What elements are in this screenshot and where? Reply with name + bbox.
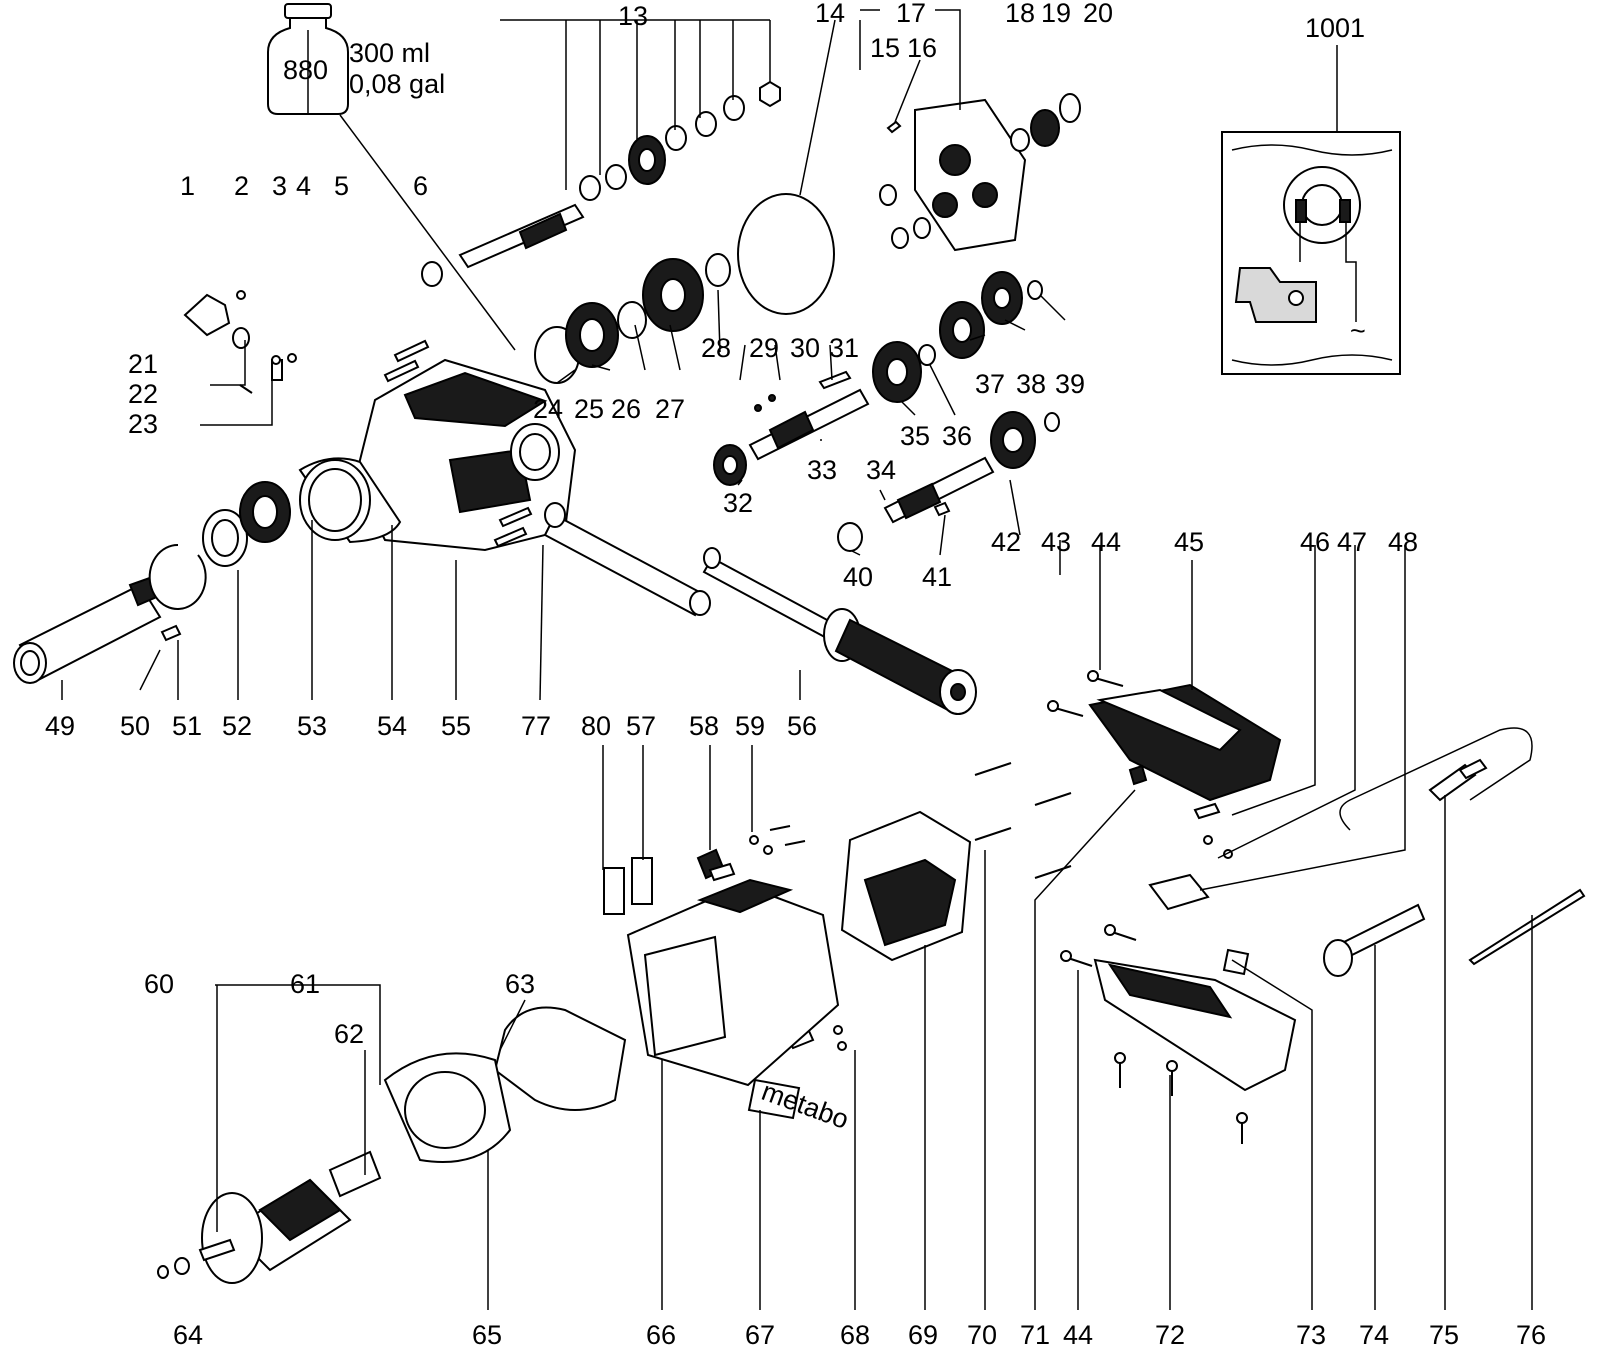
callout-label: 39 bbox=[1055, 369, 1085, 399]
callout-label: 30 bbox=[790, 333, 820, 363]
callout-label: 24 bbox=[533, 394, 563, 424]
callout-label: 73 bbox=[1296, 1320, 1326, 1350]
callout-label: 45 bbox=[1174, 527, 1204, 557]
callout-label: 20 bbox=[1083, 0, 1113, 28]
callout-label: 56 bbox=[787, 711, 817, 741]
callout-label: 64 bbox=[173, 1320, 203, 1350]
callout-label: 13 bbox=[618, 1, 648, 31]
callout-label: 27 bbox=[655, 394, 685, 424]
callout-label: 69 bbox=[908, 1320, 938, 1350]
callout-label: 67 bbox=[745, 1320, 775, 1350]
callout-label: 31 bbox=[829, 333, 859, 363]
oil-volume-gal: 0,08 gal bbox=[349, 69, 445, 99]
callout-label: 2 bbox=[234, 171, 249, 201]
callout-label: 77 bbox=[521, 711, 551, 741]
oil-bottle-code: 880 bbox=[283, 55, 328, 85]
callout-label: 29 bbox=[749, 333, 779, 363]
callout-label: 49 bbox=[45, 711, 75, 741]
callout-label: 23 bbox=[128, 409, 158, 439]
motor-internals bbox=[157, 1006, 627, 1284]
inset-label: 1001 bbox=[1305, 13, 1365, 43]
intermediate-flange bbox=[879, 93, 1081, 252]
callout-label: 37 bbox=[975, 369, 1005, 399]
gear-train-middle bbox=[713, 271, 1043, 486]
callout-label: 40 bbox=[843, 562, 873, 592]
loose-screws bbox=[974, 670, 1248, 1144]
callout-label: 46 bbox=[1300, 527, 1330, 557]
callout-label: 66 bbox=[646, 1320, 676, 1350]
inset-ac-symbol: ~ bbox=[1350, 316, 1366, 346]
callout-label: 72 bbox=[1155, 1320, 1185, 1350]
callout-label: 21 bbox=[128, 349, 158, 379]
callout-label: 35 bbox=[900, 421, 930, 451]
callout-label: 70 bbox=[967, 1320, 997, 1350]
callout-label: 18 bbox=[1005, 0, 1035, 28]
oil-bottle: 880 300 ml 0,08 gal bbox=[267, 3, 445, 115]
callout-label: 5 bbox=[334, 171, 349, 201]
callout-label: 76 bbox=[1516, 1320, 1546, 1350]
callout-labels: 1 2 3 4 5 6 13 14 15 16 17 18 19 20 21 2… bbox=[45, 0, 1546, 1350]
callout-label: 57 bbox=[626, 711, 656, 741]
gear-housing bbox=[298, 358, 577, 552]
motor-housing: metabo bbox=[626, 878, 853, 1135]
callout-label: 65 bbox=[472, 1320, 502, 1350]
callout-label: 44 bbox=[1091, 527, 1121, 557]
callout-label: 28 bbox=[701, 333, 731, 363]
callout-label: 62 bbox=[334, 1019, 364, 1049]
callout-label: 19 bbox=[1041, 0, 1071, 28]
callout-label: 48 bbox=[1388, 527, 1418, 557]
inset-wiring-detail: 1001 ~ bbox=[1221, 13, 1401, 375]
callout-label: 51 bbox=[172, 711, 202, 741]
callout-label: 26 bbox=[611, 394, 641, 424]
callout-label: 41 bbox=[922, 562, 952, 592]
callout-label: 33 bbox=[807, 455, 837, 485]
callout-label: 42 bbox=[991, 527, 1021, 557]
callout-label: 58 bbox=[689, 711, 719, 741]
callout-label: 14 bbox=[815, 0, 845, 28]
callout-label: 25 bbox=[574, 394, 604, 424]
callout-label: 22 bbox=[128, 379, 158, 409]
spindle-assembly bbox=[13, 481, 291, 684]
callout-label: 53 bbox=[297, 711, 327, 741]
gear-train-lower bbox=[837, 411, 1060, 552]
cable-and-accessories bbox=[1323, 727, 1586, 977]
callout-label: 1 bbox=[180, 171, 195, 201]
gear-train-upper bbox=[421, 80, 835, 384]
callout-label: 34 bbox=[866, 455, 896, 485]
callout-label: 68 bbox=[840, 1320, 870, 1350]
callout-label: 63 bbox=[505, 969, 535, 999]
metabo-stamp: metabo bbox=[758, 1076, 853, 1135]
callout-label: 15 bbox=[870, 33, 900, 63]
housing-screws bbox=[183, 290, 533, 548]
callout-label: 59 bbox=[735, 711, 765, 741]
callout-label: 4 bbox=[296, 171, 311, 201]
callout-label: 75 bbox=[1429, 1320, 1459, 1350]
callout-label: 17 bbox=[896, 0, 926, 28]
callout-label: 47 bbox=[1337, 527, 1367, 557]
callout-label: 16 bbox=[907, 33, 937, 63]
fan-guide bbox=[840, 810, 972, 962]
handle-shells bbox=[1088, 683, 1297, 1092]
callout-label: 54 bbox=[377, 711, 407, 741]
callout-label: 52 bbox=[222, 711, 252, 741]
callout-label: 6 bbox=[413, 171, 428, 201]
callout-label: 44 bbox=[1063, 1320, 1093, 1350]
callout-label: 71 bbox=[1020, 1320, 1050, 1350]
callout-label: 50 bbox=[120, 711, 150, 741]
callout-label: 60 bbox=[144, 969, 174, 999]
handle-and-tube bbox=[543, 502, 977, 715]
oil-volume-ml: 300 ml bbox=[349, 38, 430, 68]
callout-label: 32 bbox=[723, 488, 753, 518]
callout-label: 3 bbox=[272, 171, 287, 201]
callout-label: 38 bbox=[1016, 369, 1046, 399]
callout-label: 74 bbox=[1359, 1320, 1389, 1350]
callout-label: 36 bbox=[942, 421, 972, 451]
callout-label: 80 bbox=[581, 711, 611, 741]
callout-label: 55 bbox=[441, 711, 471, 741]
callout-label: 61 bbox=[290, 969, 320, 999]
leader-lines bbox=[61, 9, 1533, 1310]
callout-label: 43 bbox=[1041, 527, 1071, 557]
